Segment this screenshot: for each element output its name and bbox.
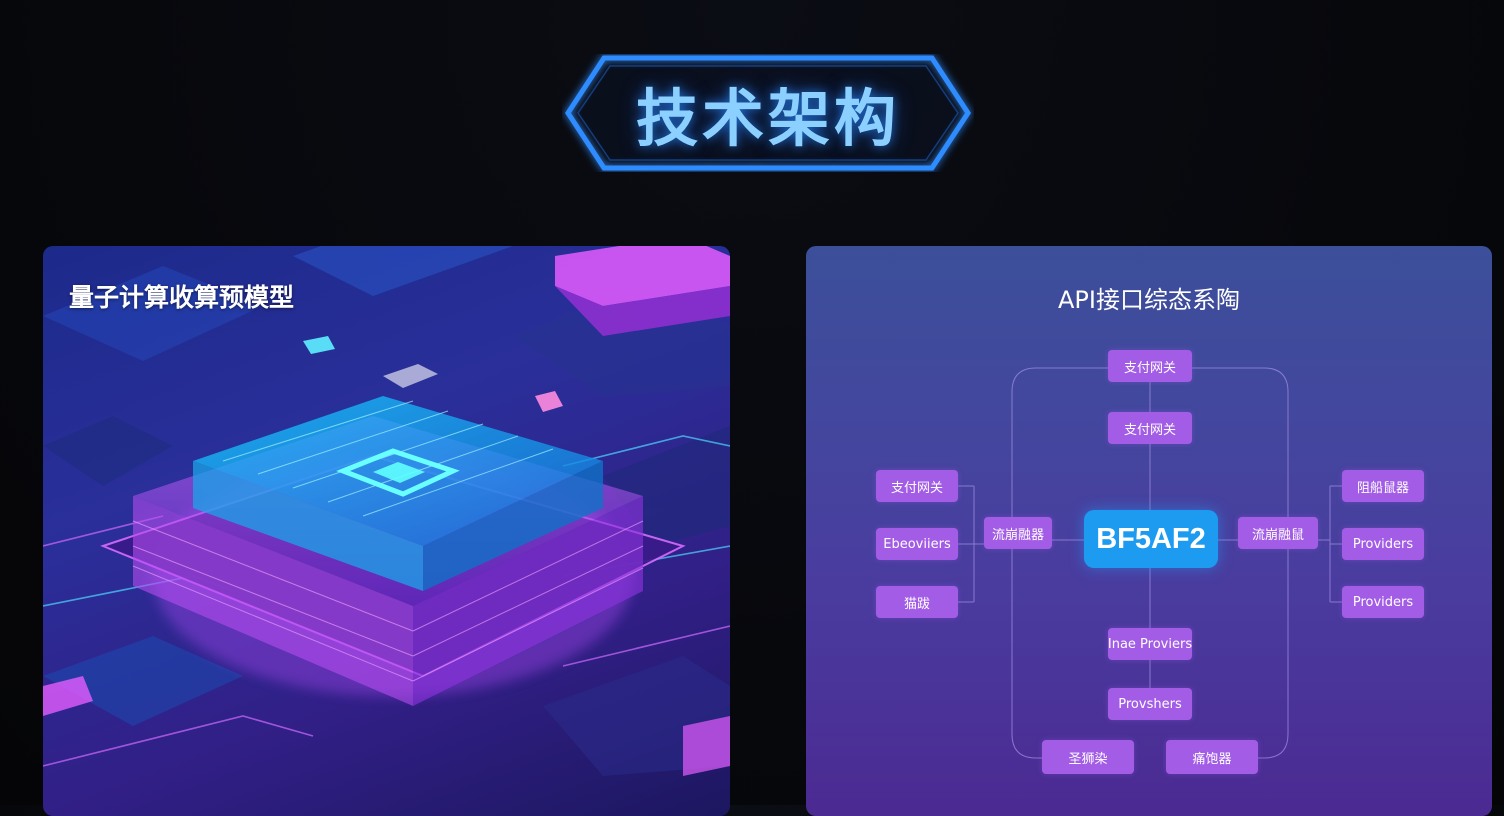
right-mid-node: 流崩融鼠 [1238,517,1318,549]
right-node-3: Providers [1342,586,1424,618]
bottom-node-1: Inae Proviers [1108,628,1192,660]
left-mid-node: 流崩融器 [984,517,1052,549]
quantum-chip-illustration [43,246,730,776]
right-node-1: 阻船鼠器 [1342,470,1424,502]
footer-node-1: 圣狮染 [1042,740,1134,774]
api-ecosystem-card: API接口综态系陶 支付网关 支付网关 支付网关 Ebeoviiers 猫跋 流… [806,246,1492,816]
footer-node-2: 痛饱器 [1166,740,1258,774]
page-title: 技术架构 [635,82,900,155]
left-node-2: Ebeoviiers [876,528,958,560]
top-node-2: 支付网关 [1108,412,1192,444]
hexagon-frame [565,55,971,171]
left-node-3: 猫跋 [876,586,958,618]
api-ecosystem-title: API接口综态系陶 [1058,286,1240,314]
quantum-model-title: 量子计算收算预模型 [69,283,295,312]
right-node-2: Providers [1342,528,1424,560]
title-badge: 技术架构 [562,54,974,172]
diagram-connectors [958,367,1342,759]
core-node: BF5AF2 [1084,510,1218,568]
quantum-model-card: 量子计算收算预模型 [43,246,730,816]
bottom-node-2: Provshers [1108,688,1192,720]
left-node-1: 支付网关 [876,470,958,502]
top-node-1: 支付网关 [1108,350,1192,382]
